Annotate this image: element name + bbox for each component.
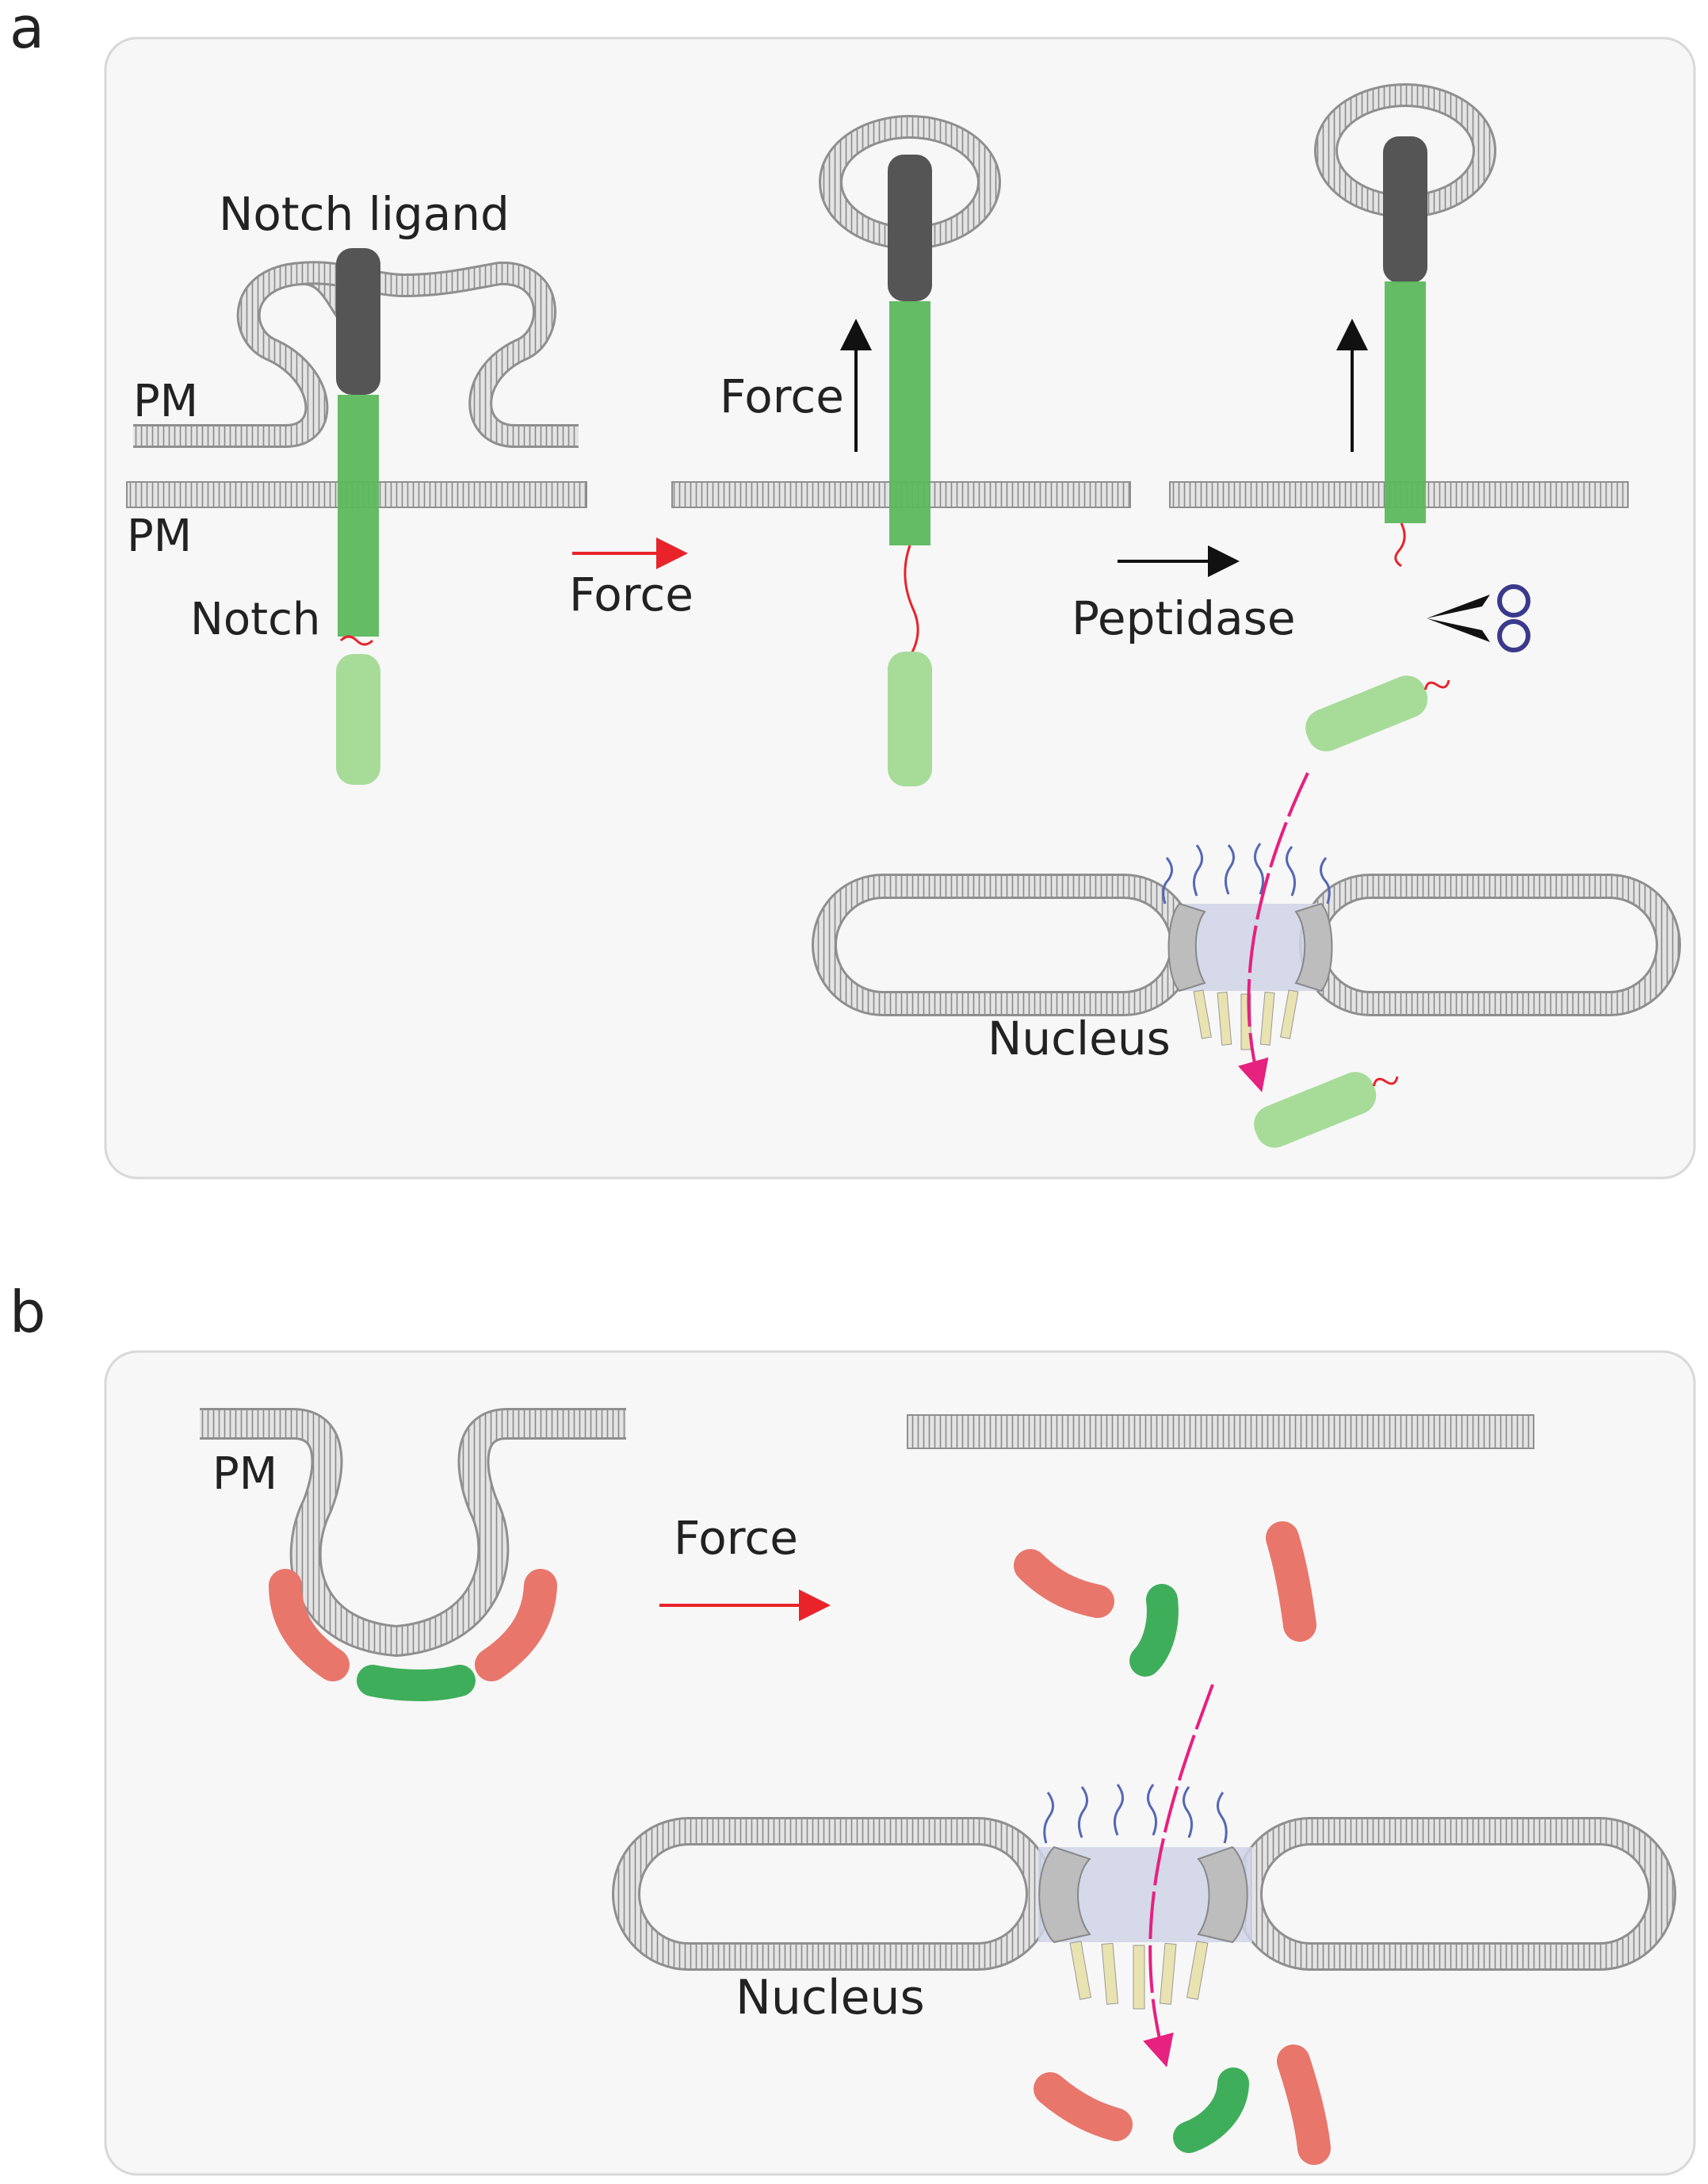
notch-ligand-2 <box>888 155 932 301</box>
pm-lower-label: PM <box>127 511 192 562</box>
imported-protein-red-2 <box>1277 2044 1331 2165</box>
notch-ligand-1 <box>336 248 380 395</box>
panel-a-letter: a <box>10 0 44 61</box>
force-vertical-label-2: Force <box>720 369 844 423</box>
force-arrow-label-a: Force <box>569 568 694 622</box>
pm-upper-label: PM <box>133 376 198 427</box>
notch-receptor-3 <box>1385 281 1426 523</box>
curved-protein-red-right <box>475 1569 557 1681</box>
released-protein-red-2 <box>1266 1521 1316 1642</box>
peptidase-label: Peptidase <box>1072 591 1296 645</box>
released-protein-green-1 <box>1129 1584 1179 1677</box>
invaginated-plasma-membrane <box>200 1408 626 1657</box>
panel-b-letter: b <box>10 1279 46 1345</box>
notch-receptor-1 <box>338 395 379 637</box>
nuclear-pore-b <box>1038 1784 1252 2010</box>
nuclear-pore-a <box>1162 843 1333 1050</box>
nucleus-label-a: Nucleus <box>988 1012 1171 1065</box>
curved-protein-green-bottom <box>357 1665 476 1701</box>
panel-b-frame <box>104 1350 1696 2176</box>
cleaved-notch-domain-a2 <box>1254 1072 1399 1148</box>
force-arrow-label-b: Force <box>674 1511 798 1565</box>
nucleus-label-b: Nucleus <box>736 1970 925 2025</box>
flat-plasma-membrane-b <box>907 1414 1534 1449</box>
notch-stub-linker-3 <box>1394 522 1406 568</box>
import-arrow-b <box>1143 1684 1214 2067</box>
released-protein-red-1 <box>1014 1549 1114 1618</box>
notch-linker-1 <box>339 635 374 646</box>
import-arrow-a <box>1237 772 1309 1092</box>
notch-intracellular-2 <box>888 652 932 786</box>
notch-receptor-2 <box>889 301 930 545</box>
cleaved-notch-domain-a1 <box>1305 675 1450 752</box>
notch-ligand-label: Notch ligand <box>219 187 510 241</box>
notch-ligand-3 <box>1383 136 1427 283</box>
notch-linker-2 <box>904 545 919 657</box>
pm-label-b: PM <box>212 1448 277 1500</box>
curved-protein-red-left <box>269 1569 350 1681</box>
notch-intracellular-1 <box>336 654 380 785</box>
notch-label: Notch <box>190 594 320 645</box>
imported-protein-red-1 <box>1034 2072 1133 2141</box>
panel-a-frame <box>104 36 1696 1180</box>
imported-protein-green-1 <box>1173 2067 1249 2153</box>
scissors-icon <box>1427 584 1530 652</box>
